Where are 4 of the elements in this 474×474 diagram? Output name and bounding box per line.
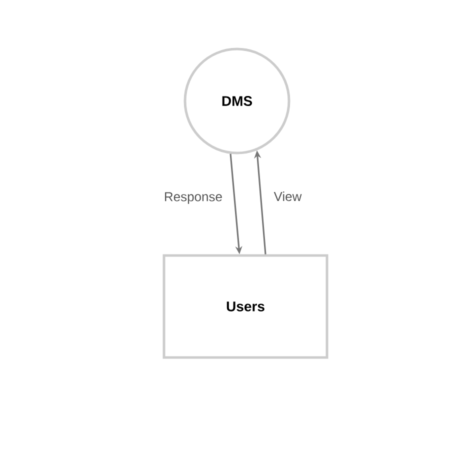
process-box: Users [162,254,328,359]
circle-node: DMS [184,48,290,154]
edge-label: Response [165,192,222,204]
edge-label: View [274,192,302,202]
